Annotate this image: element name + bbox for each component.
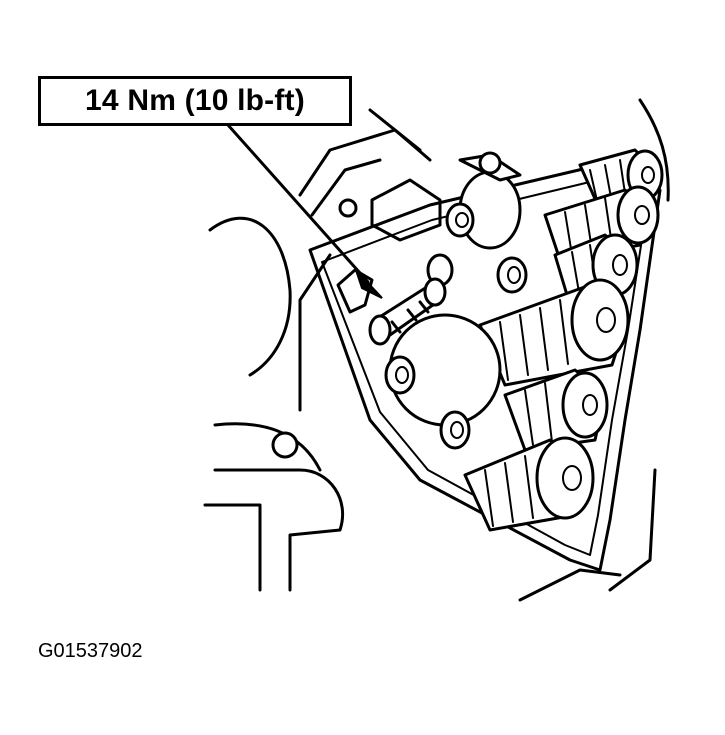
solenoid-stack [463,148,664,532]
case-bolt-hole [271,431,299,459]
bolt-icon [368,277,447,346]
torque-spec-label: 14 Nm (10 lb-ft) [85,84,305,117]
transmission-case-outline [203,98,670,602]
case-bolt-hole [338,198,358,218]
solenoid [478,278,630,387]
torque-spec-callout: 14 Nm (10 lb-ft) [38,76,352,126]
valve-body-ports [336,151,528,450]
figure-id: G01537902 [38,640,143,662]
solenoid [503,368,609,452]
arrow-icon [226,123,383,299]
solenoid [463,436,595,532]
bolt-head [478,151,502,175]
valve-body-plate [308,163,662,572]
